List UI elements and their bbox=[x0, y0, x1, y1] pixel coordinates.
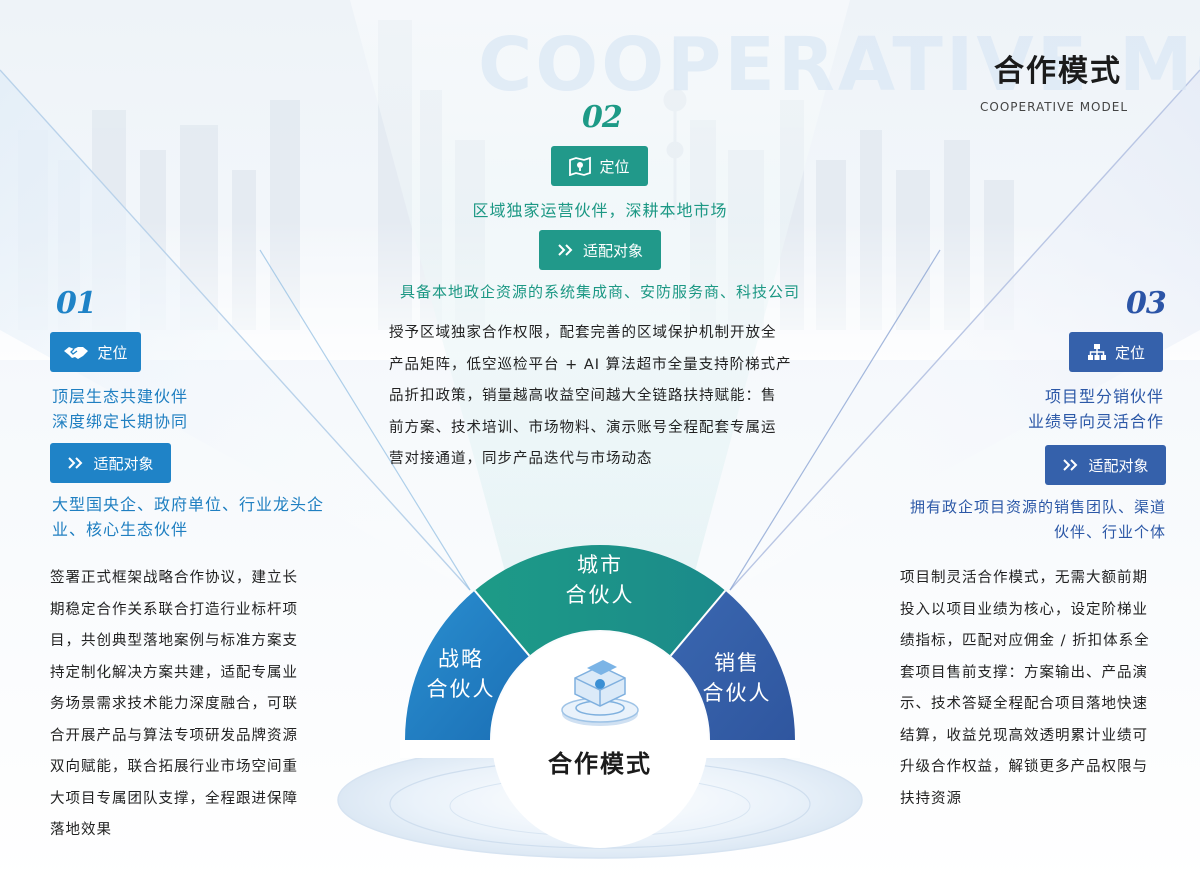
strategic-number: 01 bbox=[56, 286, 97, 321]
city-body-line: 前方案、技术培训、市场物料、演示账号全程配套专属运 bbox=[389, 419, 777, 436]
city-target-button[interactable]: 适配对象 bbox=[539, 230, 661, 270]
strategic-body-line: 大项目专属团队支撑，全程跟进保障 bbox=[50, 790, 298, 807]
isometric-platform-icon bbox=[561, 660, 639, 726]
sales-body-line: 结算，收益兑现高效透明累计业绩可 bbox=[900, 727, 1148, 744]
strategic-tagline: 顶层生态共建伙伴 深度绑定长期协同 bbox=[52, 384, 252, 434]
strategic-target-line: 业、核心生态伙伴 bbox=[52, 520, 189, 539]
sales-target-line: 伙伴、行业个体 bbox=[1053, 523, 1166, 541]
city-position-label: 定位 bbox=[599, 157, 630, 176]
strategic-tagline-line: 顶层生态共建伙伴 bbox=[52, 387, 189, 406]
strategic-tagline-line: 深度绑定长期协同 bbox=[52, 412, 189, 431]
strategic-body-line: 目，共创典型落地案例与标准方案支 bbox=[50, 633, 298, 649]
diagram-city-label: 城市 bbox=[577, 553, 623, 577]
handshake-icon bbox=[64, 347, 89, 359]
sales-target-button[interactable]: 适配对象 bbox=[1045, 445, 1166, 485]
sales-tagline-line: 项目型分销伙伴 bbox=[1044, 387, 1164, 406]
sales-target-text: 拥有政企项目资源的销售团队、渠道 伙伴、行业个体 bbox=[866, 495, 1166, 545]
strategic-body-line: 务场景需求技术能力深度融合，可联 bbox=[50, 696, 298, 712]
diagram-city-segment[interactable]: 城市 合伙人 bbox=[550, 550, 650, 610]
diagram-sales-label: 销售 bbox=[714, 651, 760, 675]
city-target-label: 适配对象 bbox=[582, 241, 643, 260]
page-subtitle: COOPERATIVE MODEL bbox=[980, 100, 1128, 114]
city-number: 02 bbox=[582, 100, 623, 135]
strategic-body-line: 双向赋能，联合拓展行业市场空间重 bbox=[50, 759, 298, 775]
diagram-city-label: 合伙人 bbox=[565, 583, 635, 607]
double-chevron-right-icon bbox=[1063, 459, 1078, 471]
sales-number: 03 bbox=[1126, 286, 1167, 321]
sales-body-line: 套项目售前支撑：方案输出、产品演 bbox=[900, 664, 1148, 681]
sales-tagline: 项目型分销伙伴 业绩导向灵活合作 bbox=[960, 384, 1164, 434]
strategic-body: 签署正式框架战略合作协议，建立长 期稳定合作关系联合打造行业标杆项 目，共创典型… bbox=[50, 563, 340, 847]
diagram-strategic-label: 战略 bbox=[438, 647, 484, 671]
sales-position-label: 定位 bbox=[1114, 343, 1145, 362]
map-pin-icon bbox=[569, 156, 592, 176]
double-chevron-right-icon bbox=[558, 244, 573, 256]
city-body-line: 品折扣政策，销量越高收益空间越大全链路扶持赋能：售 bbox=[389, 388, 777, 404]
city-position-button[interactable]: 定位 bbox=[551, 146, 648, 186]
org-chart-icon bbox=[1087, 344, 1106, 360]
city-tagline: 区域独家运营伙伴，深耕本地市场 bbox=[472, 201, 728, 220]
city-target-text: 具备本地政企资源的系统集成商、安防服务商、科技公司 bbox=[399, 283, 800, 301]
diagram-sales-label: 合伙人 bbox=[702, 681, 772, 705]
sales-body-line: 投入以项目业绩为核心，设定阶梯业 bbox=[900, 601, 1148, 618]
sales-body-line: 升级合作权益，解锁更多产品权限与 bbox=[900, 759, 1148, 775]
city-body-line: 产品矩阵，低空巡检平台 + AI 算法超市全量支持阶梯式产 bbox=[389, 356, 792, 373]
strategic-body-line: 签署正式框架战略合作协议，建立长 bbox=[50, 570, 298, 586]
diagram-strategic-label: 合伙人 bbox=[426, 677, 496, 701]
sales-target-label: 适配对象 bbox=[1088, 456, 1149, 475]
strategic-target-line: 大型国央企、政府单位、行业龙头企 bbox=[52, 495, 325, 514]
header-watermark: COOPERATIVE MODEL bbox=[478, 22, 1200, 108]
strategic-position-label: 定位 bbox=[97, 343, 128, 362]
sales-tagline-line: 业绩导向灵活合作 bbox=[1027, 412, 1164, 431]
sales-body-line: 示、技术答疑全程配合项目落地快速 bbox=[900, 696, 1148, 712]
strategic-target-button[interactable]: 适配对象 bbox=[50, 443, 171, 483]
strategic-position-button[interactable]: 定位 bbox=[50, 332, 141, 372]
sales-body-line: 扶持资源 bbox=[900, 790, 962, 807]
strategic-body-line: 合开展产品与算法专项研发品牌资源 bbox=[50, 727, 298, 744]
sales-body: 项目制灵活合作模式，无需大额前期 投入以项目业绩为核心，设定阶梯业 绩指标，匹配… bbox=[900, 563, 1175, 815]
city-body-line: 授予区域独家合作权限，配套完善的区域保护机制开放全 bbox=[389, 325, 777, 341]
sales-position-button[interactable]: 定位 bbox=[1069, 332, 1163, 372]
sales-body-line: 项目制灵活合作模式，无需大额前期 bbox=[900, 570, 1148, 586]
strategic-body-line: 持定制化解决方案共建，适配专属业 bbox=[50, 664, 298, 681]
city-body: 授予区域独家合作权限，配套完善的区域保护机制开放全 产品矩阵，低空巡检平台 + … bbox=[389, 318, 814, 476]
strategic-body-line: 期稳定合作关系联合打造行业标杆项 bbox=[50, 601, 298, 618]
diagram-sales-segment[interactable]: 销售 合伙人 bbox=[692, 648, 782, 708]
sales-body-line: 绩指标，匹配对应佣金 / 折扣体系全 bbox=[900, 633, 1150, 649]
diagram-center-label: 合作模式 bbox=[548, 750, 652, 778]
strategic-body-line: 落地效果 bbox=[50, 822, 112, 838]
page-title: 合作模式 bbox=[994, 54, 1122, 89]
diagram-strategic-segment[interactable]: 战略 合伙人 bbox=[416, 644, 506, 704]
strategic-target-label: 适配对象 bbox=[93, 454, 154, 473]
double-chevron-right-icon bbox=[68, 457, 83, 469]
sales-target-line: 拥有政企项目资源的销售团队、渠道 bbox=[909, 498, 1166, 516]
city-body-line: 营对接通道，同步产品迭代与市场动态 bbox=[389, 451, 653, 467]
strategic-target-text: 大型国央企、政府单位、行业龙头企 业、核心生态伙伴 bbox=[52, 492, 352, 542]
